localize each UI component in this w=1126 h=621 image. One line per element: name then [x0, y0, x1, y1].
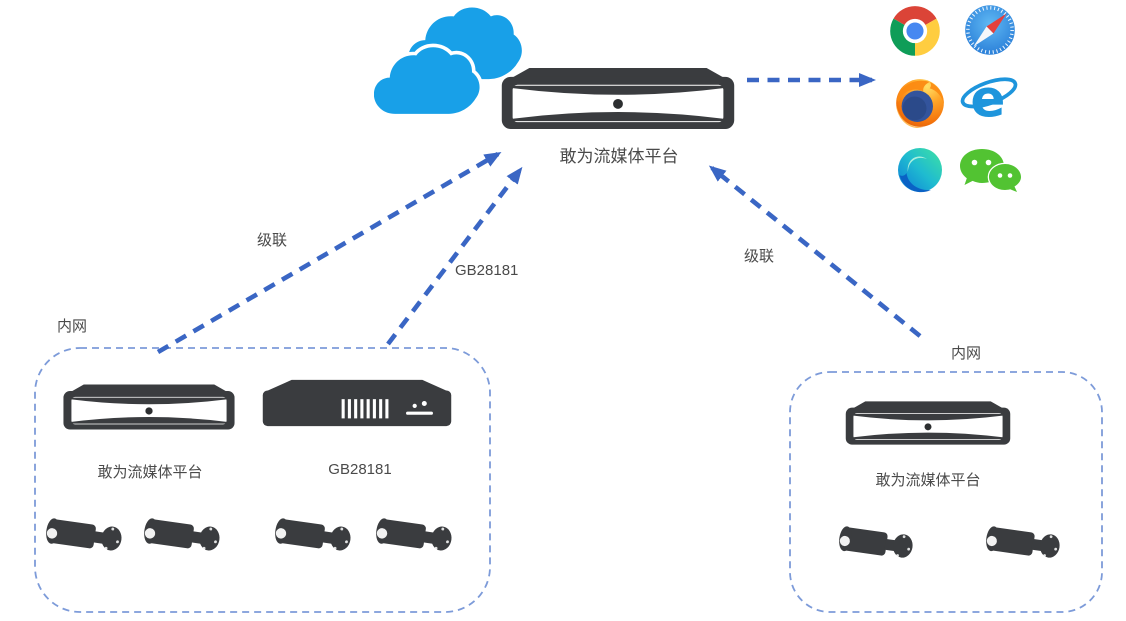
- cascade-left-arrow: [156, 151, 502, 354]
- camera-icon: [375, 513, 455, 563]
- edge-icon: [896, 146, 944, 194]
- camera-icon: [143, 513, 223, 563]
- right-media-server-label: 敢为流媒体平台: [875, 472, 981, 489]
- platform-label: 敢为流媒体平台: [559, 147, 679, 166]
- camera-icon: [985, 521, 1063, 570]
- cascade-left-label: 级联: [257, 232, 288, 249]
- intranet-right-label: 内网: [951, 345, 982, 362]
- right-media-server-icon: [844, 400, 1012, 446]
- camera-icon: [274, 513, 354, 563]
- chrome-icon: [888, 4, 942, 58]
- left-network-box: [34, 347, 491, 613]
- left-gb28181-label: GB28181: [328, 461, 392, 478]
- safari-icon: [962, 2, 1018, 58]
- firefox-icon: [894, 77, 946, 129]
- left-media-server-icon: [62, 383, 236, 431]
- intranet-left-label: 内网: [57, 318, 88, 335]
- camera-icon: [838, 521, 916, 570]
- right-network-box: [789, 371, 1103, 613]
- cascade-right-label: 级联: [744, 248, 775, 265]
- wechat-icon: [958, 147, 1024, 193]
- ie-icon: [958, 68, 1020, 126]
- gb28181-link-label: GB28181: [455, 262, 519, 279]
- left-gb28181-server-icon: [260, 378, 454, 428]
- platform-server-icon: [499, 66, 737, 131]
- left-media-server-label: 敢为流媒体平台: [97, 464, 203, 481]
- camera-icon: [45, 513, 125, 563]
- cascade-right-arrow: [708, 165, 922, 338]
- gb28181-arrow: [386, 166, 523, 346]
